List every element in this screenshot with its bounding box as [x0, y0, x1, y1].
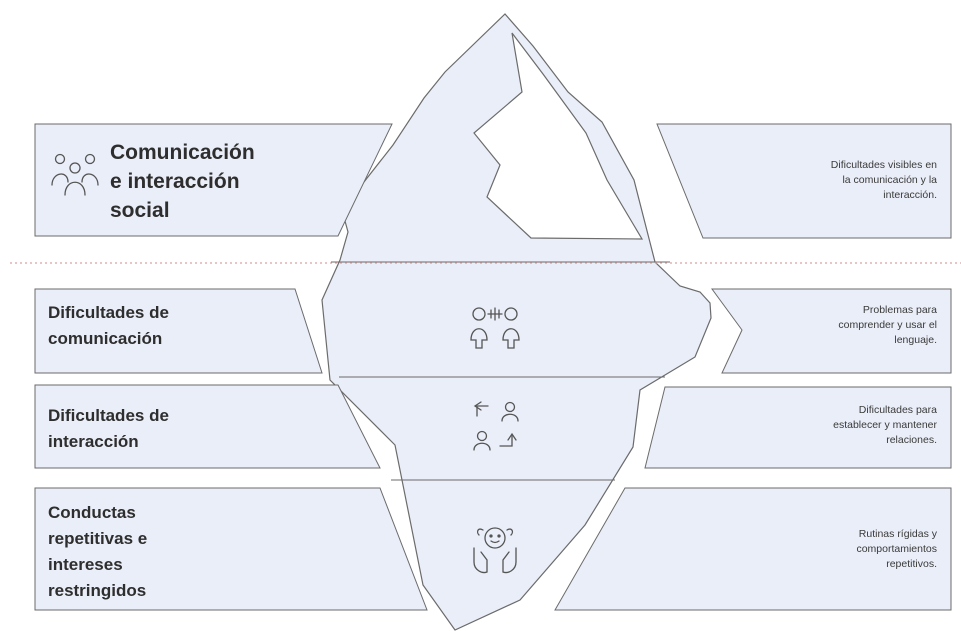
- row2-description-line: establecer y mantener: [833, 419, 937, 431]
- row3-title: Conductas repetitivas e intereses restri…: [48, 500, 278, 604]
- header-left-panel: [34, 123, 393, 237]
- row1-left-panel: [34, 288, 323, 374]
- row2-title-line: Dificultades de: [48, 406, 169, 425]
- header-description-line: la comunicación y la: [842, 174, 937, 186]
- header-title: Comunicación e interacción social: [110, 138, 330, 225]
- row1-right-panel: [711, 288, 952, 374]
- two-people-talking-icon: [470, 307, 520, 349]
- row1-description: Problemas para comprender y usar el leng…: [747, 303, 937, 348]
- row1-description-line: comprender y usar el: [838, 319, 937, 331]
- header-description: Dificultades visibles en la comunicación…: [747, 158, 937, 203]
- row2-right-panel: [644, 386, 952, 469]
- row1-title-line: Dificultades de: [48, 303, 169, 322]
- row2-left-panel: [34, 384, 381, 469]
- row3-left-panel: [34, 487, 428, 611]
- row3-description: Rutinas rígidas y comportamientos repeti…: [747, 527, 937, 572]
- row2-description-line: Dificultades para: [858, 404, 937, 416]
- row3-title-line: intereses: [48, 555, 123, 574]
- header-description-line: Dificultades visibles en: [830, 159, 937, 171]
- row3-description-line: comportamientos: [856, 543, 937, 555]
- row3-title-line: restringidos: [48, 581, 147, 600]
- row1-description-line: lenguaje.: [894, 334, 937, 346]
- header-title-line: social: [110, 199, 170, 222]
- header-description-line: interacción.: [883, 189, 937, 201]
- group-people-icon: [51, 153, 99, 196]
- row1-description-line: Problemas para: [862, 304, 937, 316]
- iceberg-snow-cap: [473, 32, 644, 240]
- row3-title-line: Conductas: [48, 503, 136, 522]
- row3-title-line: repetitivas e: [48, 529, 148, 548]
- hands-holding-head-icon: [473, 527, 517, 574]
- header-title-line: e interacción: [110, 170, 240, 193]
- header-title-line: Comunicación: [110, 141, 255, 164]
- row3-description-line: Rutinas rígidas y: [858, 528, 937, 540]
- row2-description-line: relaciones.: [886, 434, 937, 446]
- row2-title-line: interacción: [48, 432, 139, 451]
- row1-title-line: comunicación: [48, 329, 163, 348]
- row2-description: Dificultades para establecer y mantener …: [747, 403, 937, 448]
- row1-title: Dificultades de comunicación: [48, 300, 278, 352]
- row2-title: Dificultades de interacción: [48, 403, 278, 455]
- header-right-panel: [656, 123, 952, 239]
- people-exchange-icon: [473, 401, 519, 451]
- row3-description-line: repetitivos.: [886, 558, 937, 570]
- row3-right-panel: [554, 487, 952, 611]
